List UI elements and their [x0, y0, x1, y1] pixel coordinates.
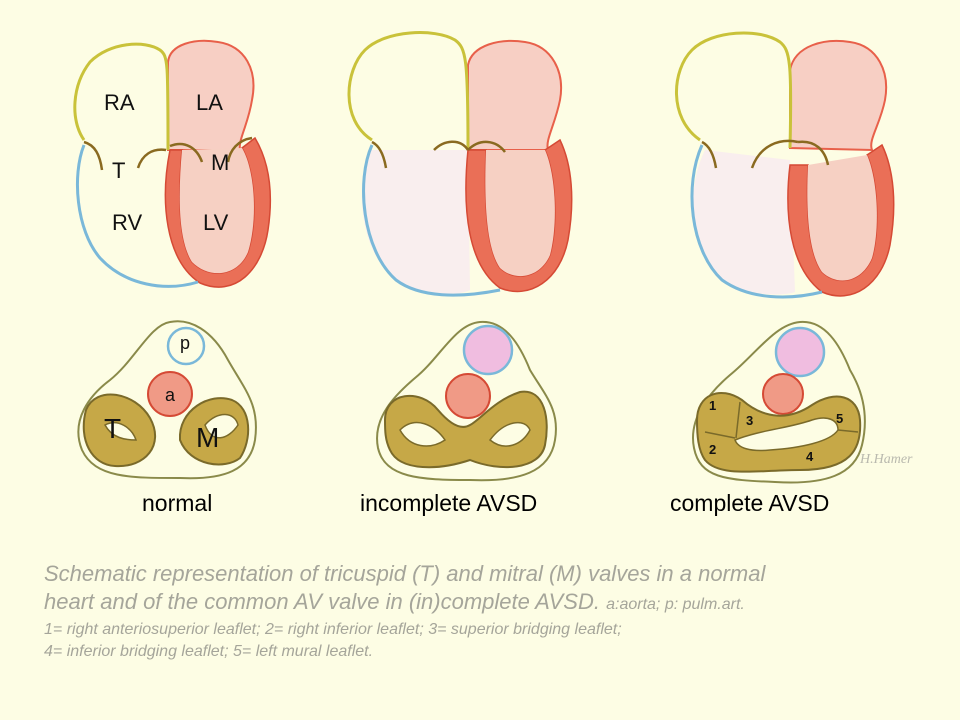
leaflet-5: 5 — [836, 411, 844, 426]
av-leaflet-2b — [467, 140, 506, 153]
normal-heart — [73, 39, 272, 288]
ra-wall-2 — [347, 31, 470, 151]
label-rv: RV — [112, 210, 143, 235]
pulmonary-artery-normal — [166, 326, 206, 366]
pulmonary-artery-incomplete — [462, 324, 514, 376]
mitral-valve-orifice — [204, 413, 239, 439]
tricuspid-valve-orifice — [103, 421, 138, 441]
tricuspid-leaflet-2 — [136, 148, 167, 169]
right-ventricle-wall — [75, 144, 199, 288]
caption-abbreviations: a:aorta; p: pulm.art. — [606, 596, 745, 613]
aorta-complete — [762, 373, 804, 415]
label-ra: RA — [104, 90, 135, 115]
complete-avsd-heart — [675, 31, 895, 299]
caption-line-3: 1= right anteriosuperior leaflet; 2= rig… — [44, 621, 622, 638]
normal-short-axis — [77, 320, 257, 480]
lv-cavity-2 — [485, 150, 555, 277]
label-mitral: M — [211, 150, 230, 175]
label-tricuspid: T — [112, 158, 126, 183]
right-chamber-fill-3 — [693, 150, 795, 295]
aorta-normal — [147, 371, 193, 417]
leaflet-divider-c — [735, 401, 741, 439]
aorta-incomplete — [445, 373, 491, 419]
common-valve-incomplete — [383, 390, 548, 469]
label-pulmonary: p — [180, 333, 191, 353]
orifice-right-incomplete — [399, 421, 447, 447]
ra-wall-3 — [675, 31, 793, 149]
label-tricuspid-valve: T — [104, 413, 122, 444]
av-leaflet-2c — [371, 140, 388, 169]
la-shape-2 — [467, 39, 562, 151]
panel-title-complete: complete AVSD — [670, 490, 830, 516]
leaflet-divider-b — [837, 429, 859, 433]
right-chamber-fill-2 — [362, 150, 470, 294]
la-shape-3 — [789, 39, 887, 152]
label-mitral-valve: M — [196, 422, 220, 453]
caption-line-2-main: heart and of the common AV valve in (in)… — [44, 589, 600, 614]
right-atrium-wall — [73, 42, 170, 151]
tricuspid-leaflet — [83, 140, 104, 171]
panel-title-incomplete: incomplete AVSD — [360, 490, 538, 516]
panel-title-normal: normal — [142, 490, 213, 516]
label-lv: LV — [203, 210, 229, 235]
incomplete-avsd-heart — [347, 31, 573, 297]
av-leaflet-2a — [433, 140, 470, 151]
rv-wall-3 — [690, 144, 823, 299]
leaflet-4: 4 — [806, 449, 814, 464]
label-aorta: a — [165, 385, 176, 405]
mitral-leaflet-2 — [226, 136, 253, 163]
incomplete-short-axis — [376, 320, 557, 482]
av-leaflet-3b — [797, 140, 830, 166]
left-ventricle-cavity — [179, 148, 254, 274]
mitral-leaflet — [169, 142, 204, 163]
caption-line-1: Schematic representation of tricuspid (T… — [44, 561, 766, 586]
leaflet-divider-a — [704, 431, 736, 439]
complete-short-axis — [692, 320, 866, 484]
caption-line-2: heart and of the common AV valve in (in)… — [44, 588, 944, 619]
av-leaflet-3a — [750, 139, 799, 169]
orifice-left-incomplete — [488, 421, 531, 447]
leaflet-3: 3 — [746, 413, 754, 428]
rv-wall-2 — [362, 144, 501, 297]
av-leaflet-3c — [701, 140, 718, 169]
leaflet-1: 1 — [709, 398, 717, 413]
artist-signature: H.Hamer — [860, 452, 913, 467]
caption: Schematic representation of tricuspid (T… — [44, 560, 944, 663]
pulmonary-artery-complete — [774, 326, 826, 378]
lv-cavity-3 — [807, 155, 877, 281]
label-la: LA — [196, 90, 223, 115]
leaflet-2: 2 — [709, 442, 717, 457]
caption-line-4: 4= inferior bridging leaflet; 5= left mu… — [44, 643, 374, 660]
left-atrium-shape — [167, 39, 255, 151]
